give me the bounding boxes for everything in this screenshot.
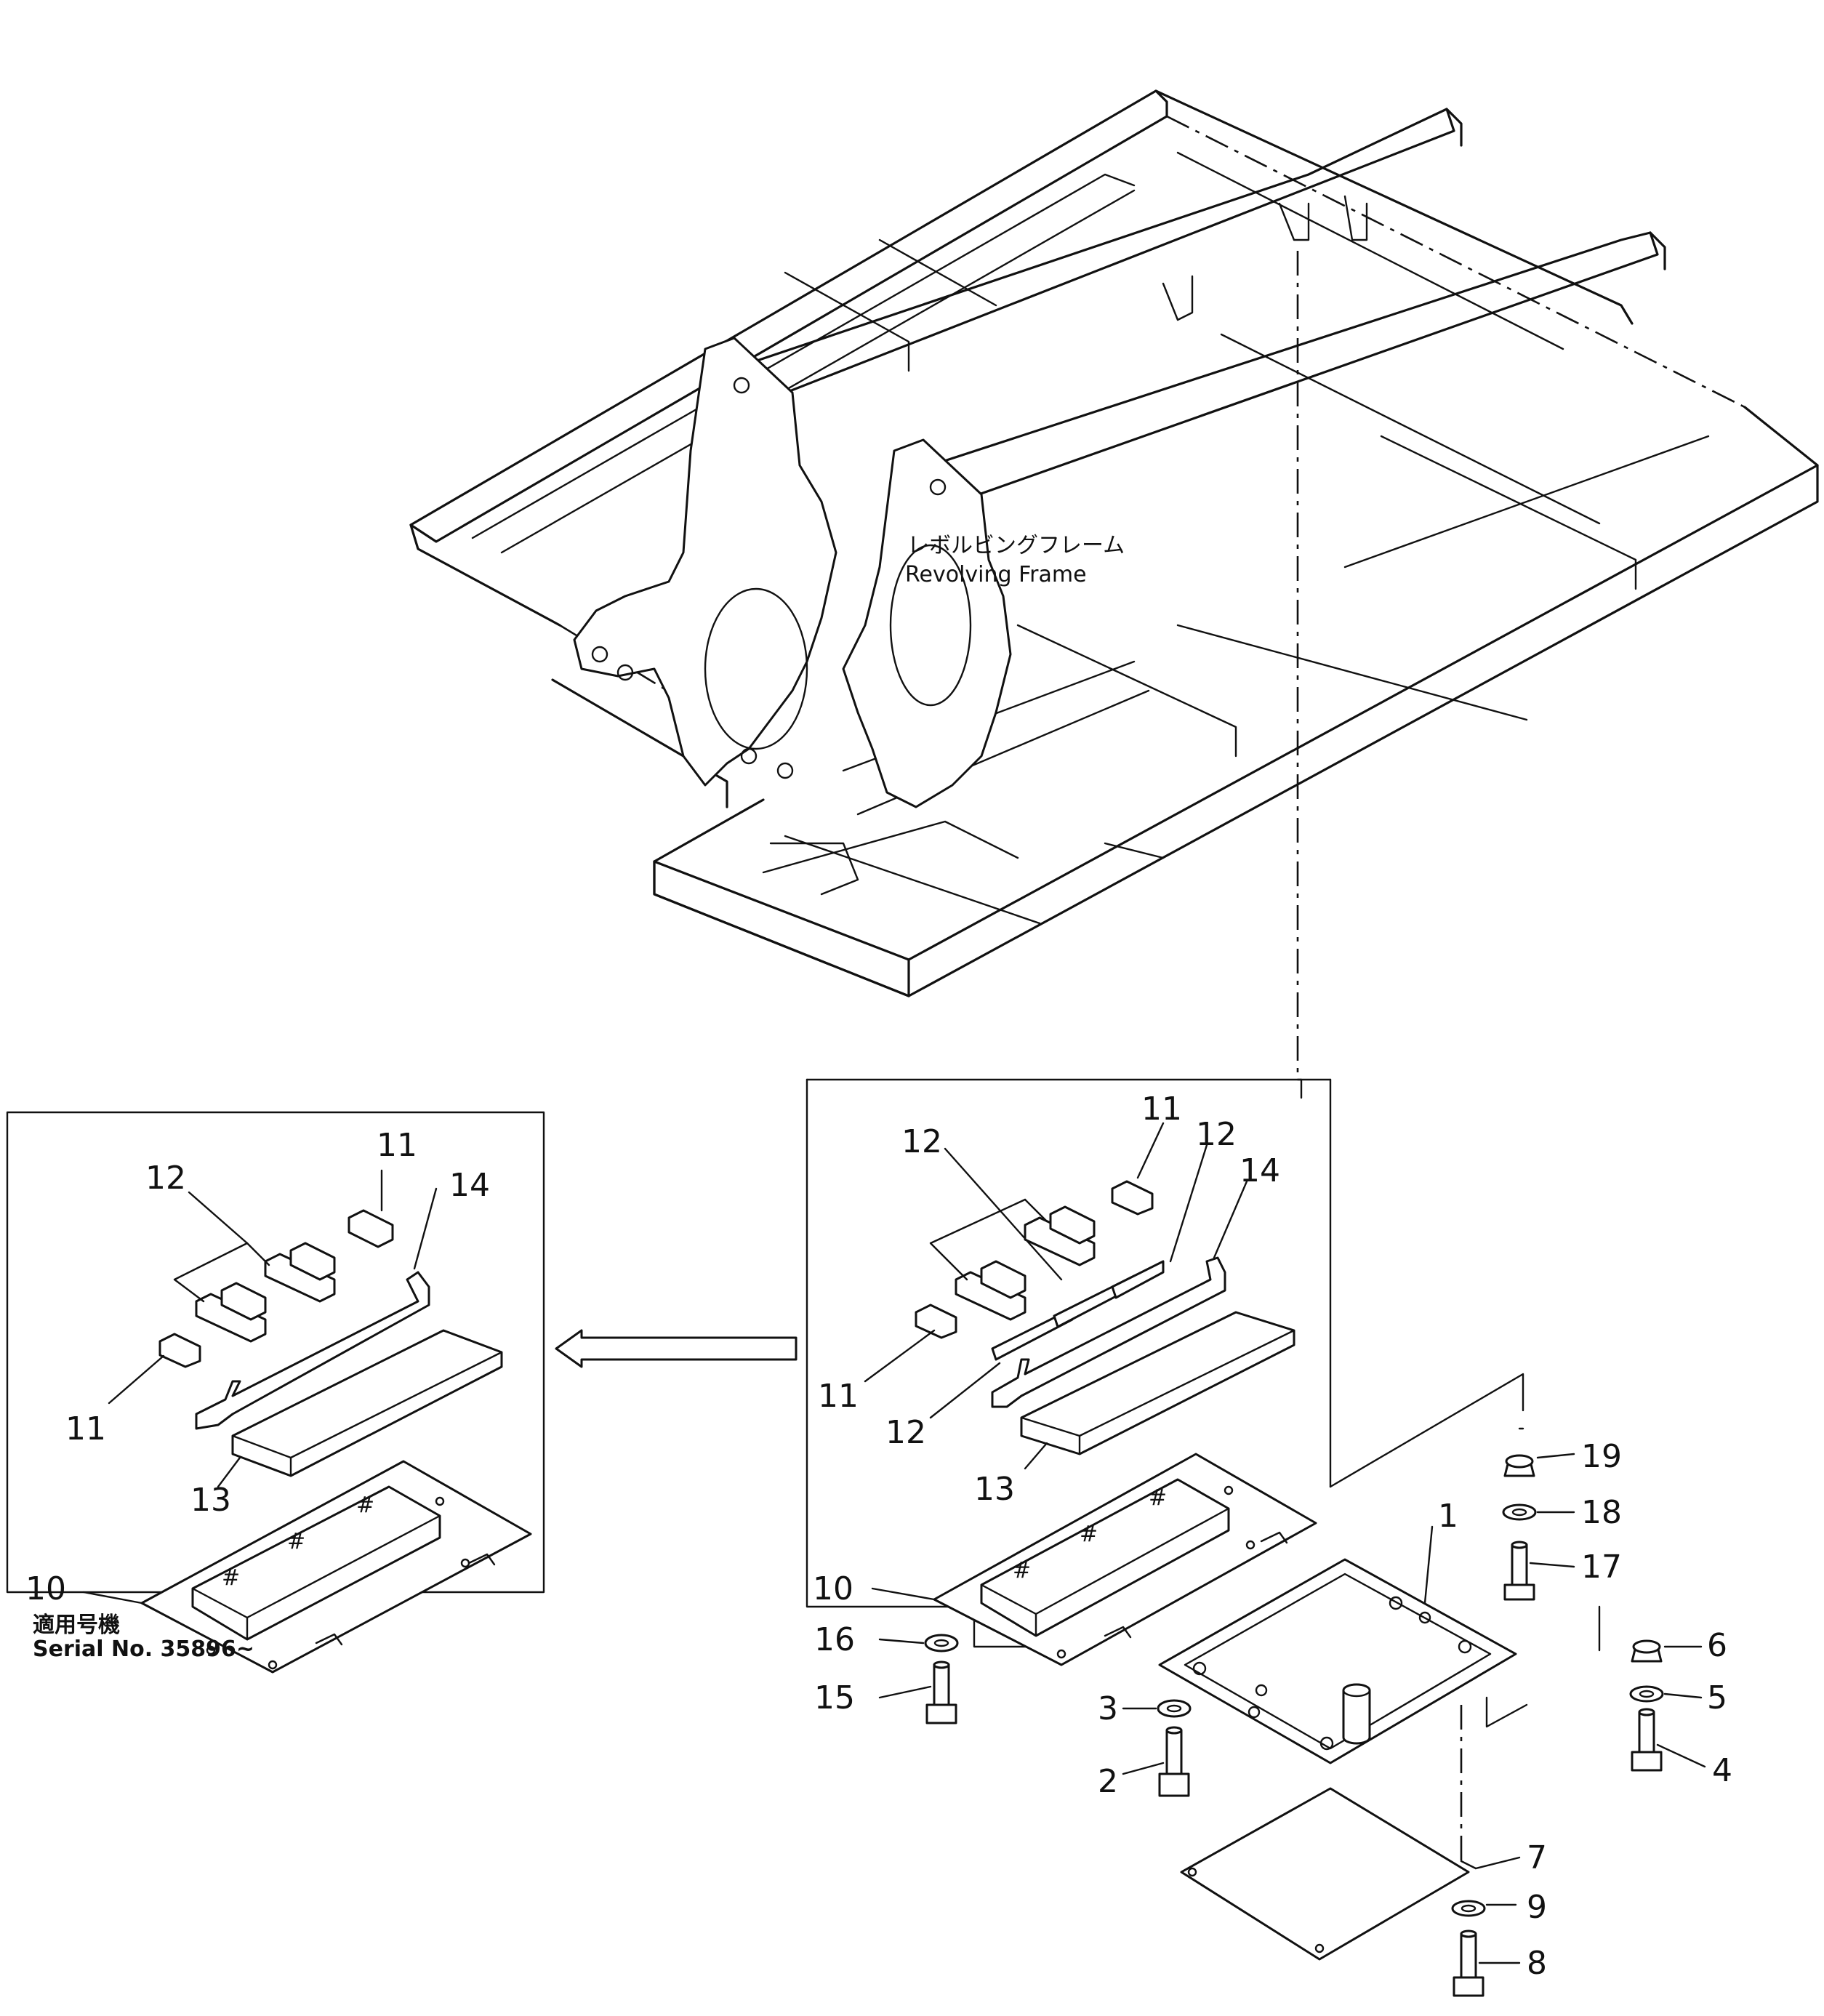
callout-1: 1 xyxy=(1438,1498,1458,1535)
callout-center-12-top-left: 12 xyxy=(901,1123,942,1160)
callout-16: 16 xyxy=(814,1621,855,1658)
fasteners xyxy=(878,1453,1706,1997)
serial-number: Serial No. 35896~ xyxy=(33,1637,254,1662)
callout-center-11-top: 11 xyxy=(1141,1091,1182,1128)
callout-18: 18 xyxy=(1581,1494,1622,1531)
callout-left-12: 12 xyxy=(145,1160,186,1197)
callout-center-14: 14 xyxy=(1240,1152,1280,1189)
callout-center-12-bottom: 12 xyxy=(885,1414,926,1451)
svg-text:#: # xyxy=(222,1565,240,1591)
svg-text:#: # xyxy=(356,1493,374,1518)
center-line xyxy=(1296,251,1303,1099)
svg-text:#: # xyxy=(1080,1522,1098,1547)
callout-8: 8 xyxy=(1527,1945,1547,1982)
callout-left-14: 14 xyxy=(449,1167,490,1204)
callout-left-11-bottom: 11 xyxy=(65,1410,106,1447)
callout-left-13: 13 xyxy=(190,1482,231,1519)
callout-4: 4 xyxy=(1712,1752,1732,1789)
callout-left-10: 10 xyxy=(25,1570,66,1607)
callout-7: 7 xyxy=(1527,1839,1547,1876)
callout-5: 5 xyxy=(1707,1679,1727,1716)
left-detail-box: # # # xyxy=(6,1111,545,1674)
callout-15: 15 xyxy=(814,1679,855,1716)
bolt-icon xyxy=(1503,1541,1535,1601)
arrow-left-icon xyxy=(555,1329,798,1368)
frame-title-en: Revolving Frame xyxy=(905,562,1087,587)
callout-19: 19 xyxy=(1581,1438,1622,1475)
callout-3: 3 xyxy=(1098,1690,1118,1727)
svg-text:#: # xyxy=(287,1529,305,1554)
callout-2: 2 xyxy=(1098,1763,1118,1800)
washer-icon xyxy=(1502,1503,1537,1521)
frame-title-jp: レボルビングフレーム xyxy=(907,533,1125,558)
callout-9: 9 xyxy=(1527,1889,1547,1926)
center-detail-box: # # # xyxy=(805,1078,1601,1728)
cover-assembly xyxy=(1158,1427,1524,1961)
serial-jp-label: 適用号機 xyxy=(33,1613,120,1638)
callout-center-11-bottom: 11 xyxy=(818,1378,859,1415)
revolving-frame xyxy=(409,89,1819,997)
callout-left-11-top: 11 xyxy=(377,1127,417,1164)
callout-center-12-top-right: 12 xyxy=(1196,1116,1237,1153)
nut-icon xyxy=(1503,1454,1535,1477)
callout-6: 6 xyxy=(1707,1627,1727,1664)
callout-center-10: 10 xyxy=(813,1570,853,1607)
svg-text:#: # xyxy=(1149,1485,1167,1511)
callout-center-13: 13 xyxy=(974,1471,1015,1508)
svg-text:#: # xyxy=(1013,1558,1031,1583)
callout-17: 17 xyxy=(1581,1549,1622,1586)
